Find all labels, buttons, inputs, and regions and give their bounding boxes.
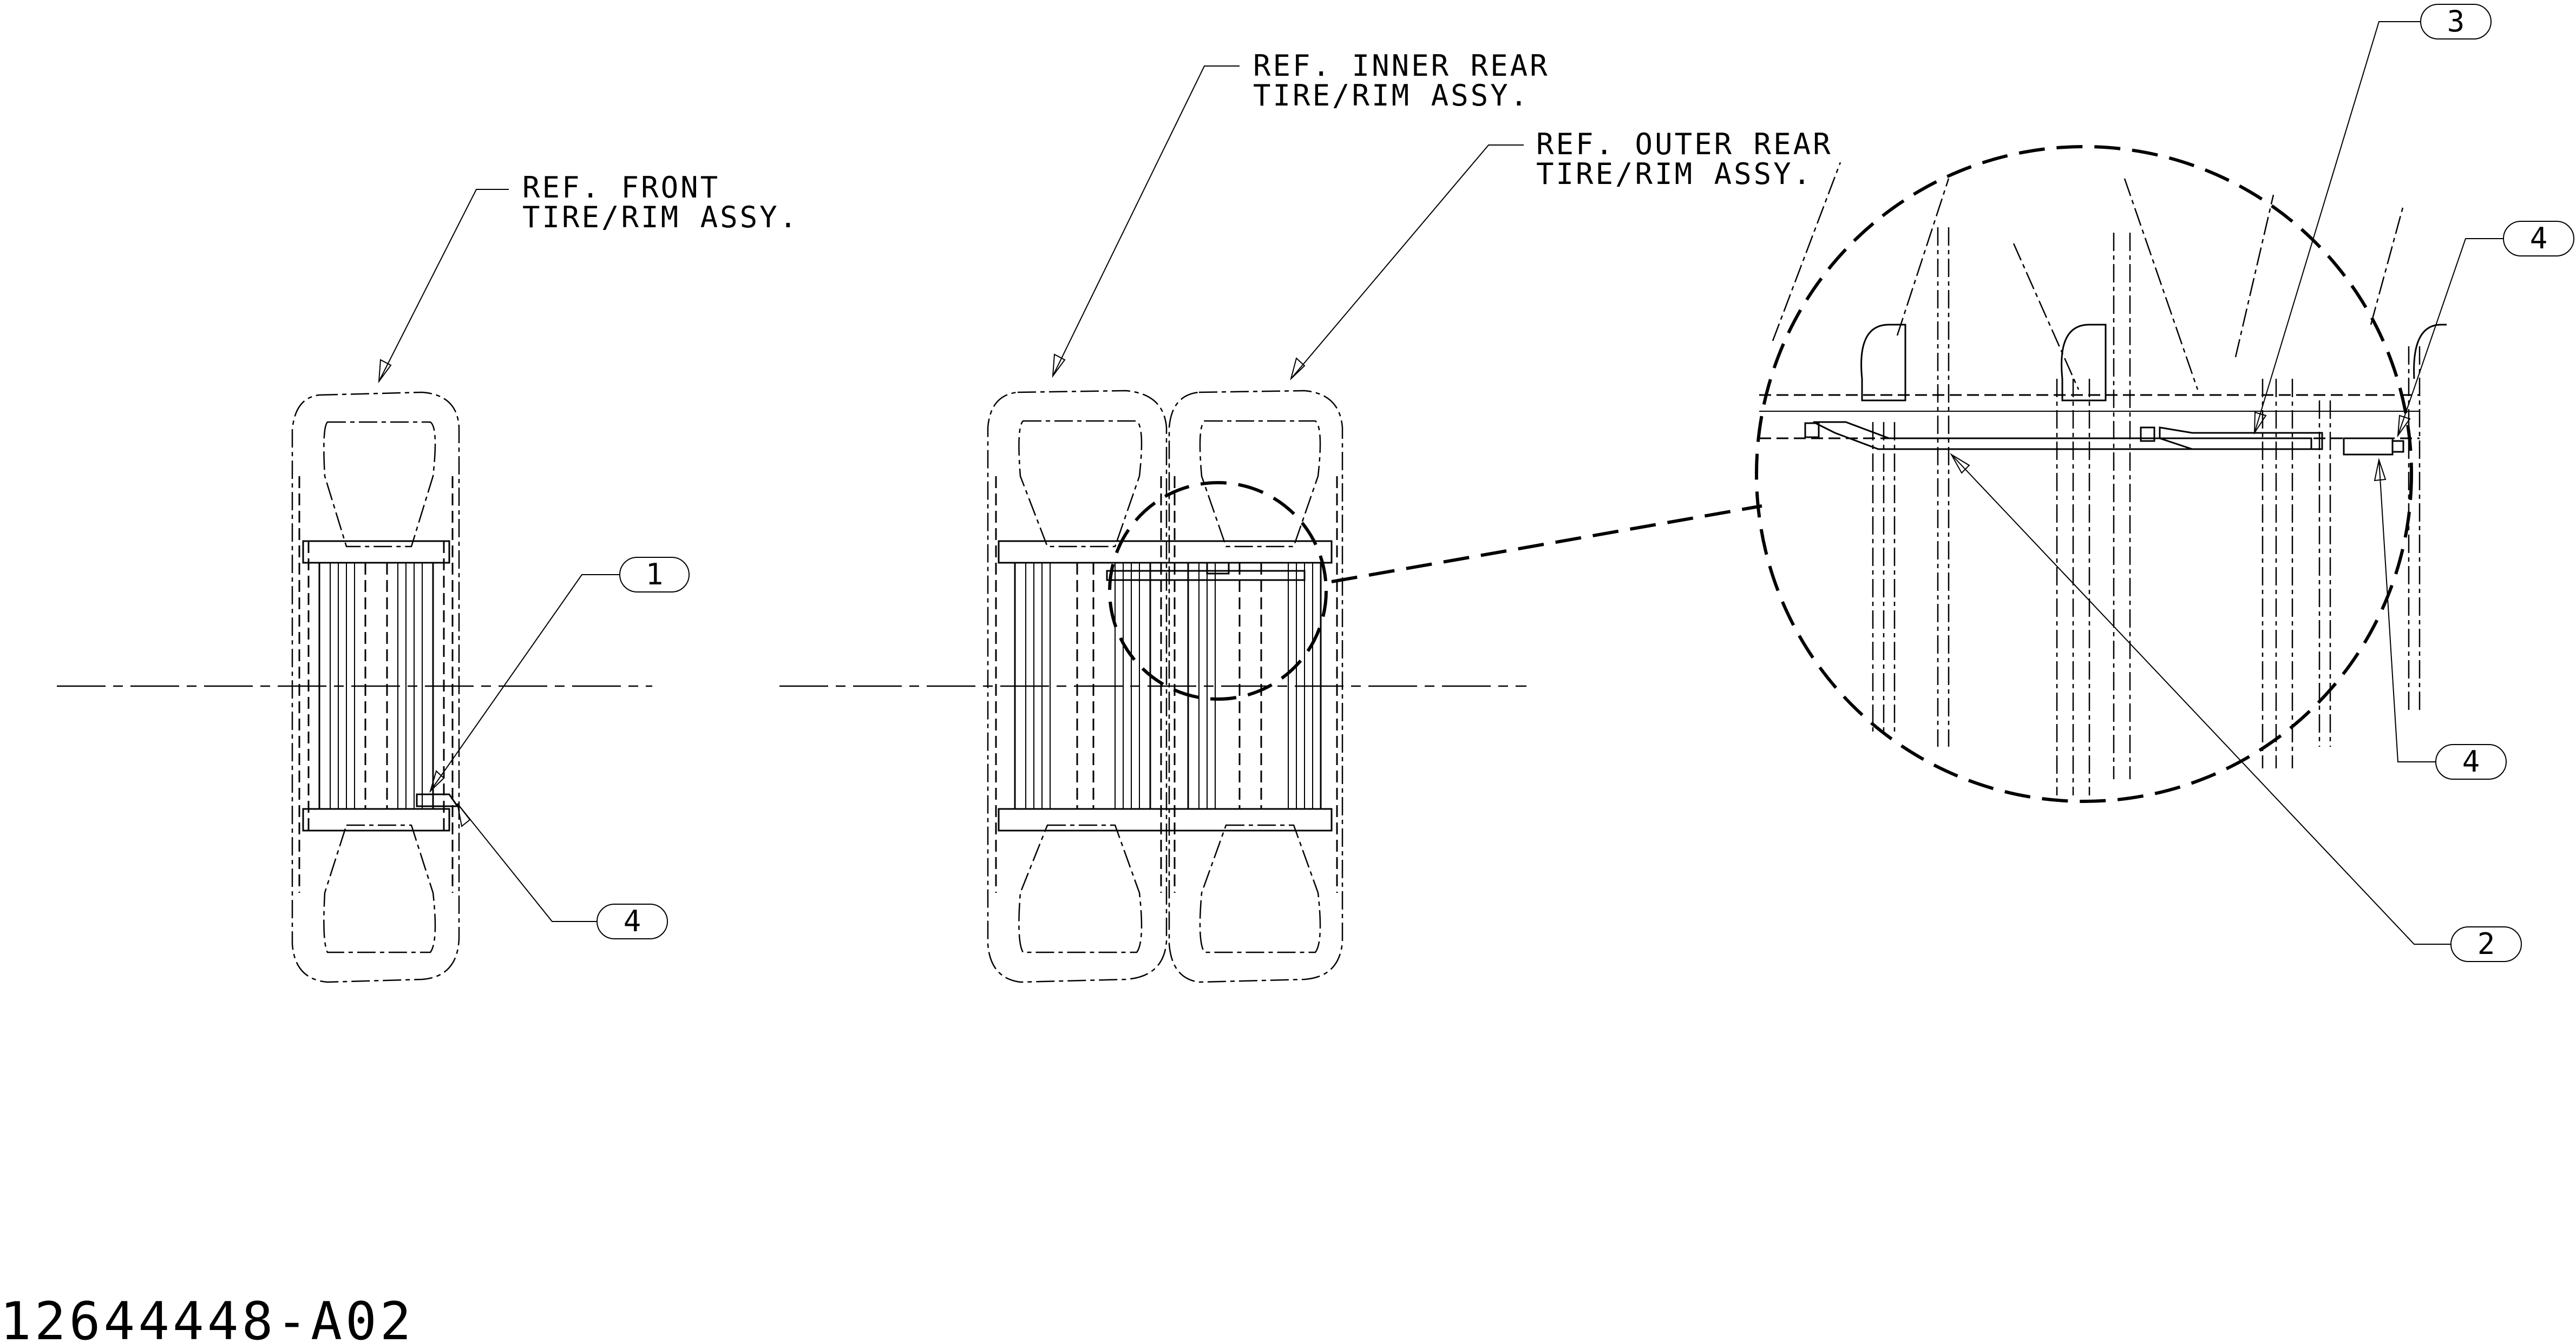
balloon-3-detail-number: 3: [2447, 4, 2465, 38]
balloon-1-front: 1: [429, 557, 690, 793]
callout-inner-rear: REF. INNER REAR TIRE/RIM ASSY.: [1052, 49, 1550, 378]
balloon-4-detail-upper: 4: [2397, 221, 2574, 438]
detail-reference-circle: [1108, 481, 1328, 701]
balloon-2-detail-number: 2: [2477, 927, 2495, 961]
balloon-4-detail-lower: 4: [2374, 458, 2507, 780]
balloon-2-detail: 2: [1950, 453, 2522, 962]
balloon-3-detail: 3: [2253, 4, 2492, 435]
callout-inner-rear-line1: REF. INNER REAR: [1253, 49, 1550, 83]
front-tire-assembly: [291, 391, 460, 983]
callout-inner-rear-line2: TIRE/RIM ASSY.: [1253, 78, 1530, 113]
balloon-4-detail-lower-number: 4: [2462, 745, 2480, 779]
balloon-4-detail-upper-number: 4: [2530, 221, 2548, 255]
callout-outer-rear-line2: TIRE/RIM ASSY.: [1536, 157, 1813, 191]
balloon-1-front-number: 1: [646, 557, 664, 591]
callout-front: REF. FRONT TIRE/RIM ASSY.: [378, 170, 799, 384]
callout-front-line1: REF. FRONT: [522, 170, 720, 205]
balloon-4-front: 4: [457, 803, 668, 939]
drawing-number: 12644448-A02: [0, 1291, 415, 1340]
balloon-4-front-number: 4: [624, 904, 641, 938]
callout-outer-rear: REF. OUTER REAR TIRE/RIM ASSY.: [1290, 127, 1833, 381]
enlarged-detail-view: [1755, 145, 2447, 803]
detail-leader: [1331, 504, 1762, 583]
callout-front-line2: TIRE/RIM ASSY.: [522, 200, 799, 234]
callout-outer-rear-line1: REF. OUTER REAR: [1536, 127, 1833, 161]
